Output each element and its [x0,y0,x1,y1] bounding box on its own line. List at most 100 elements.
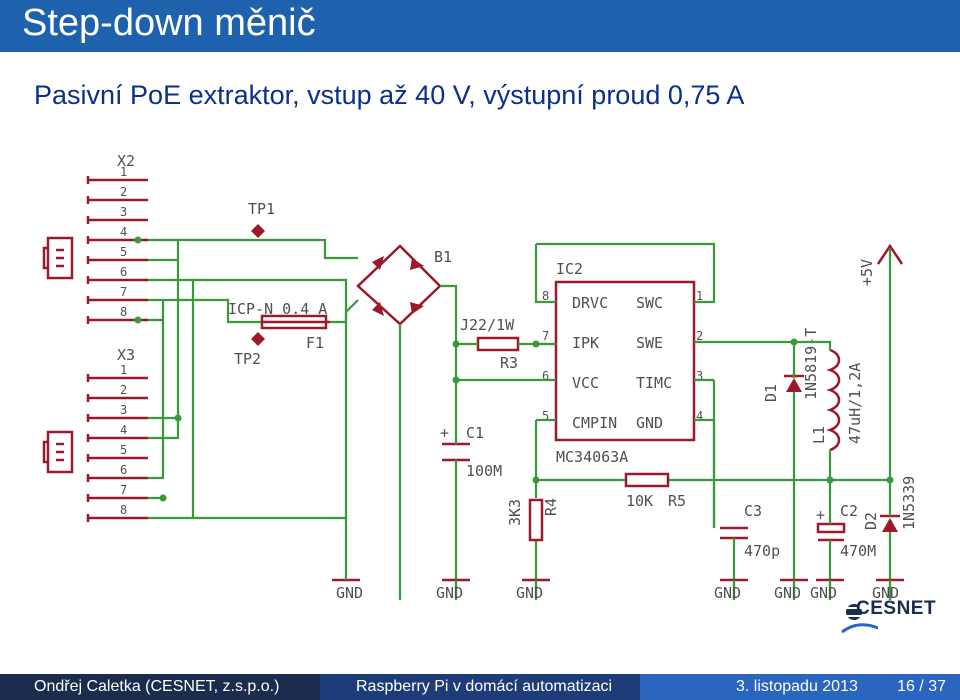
tp1-label: TP1 [248,200,275,218]
x2-pins [86,176,148,324]
x3-pin-number: 3 [120,403,127,417]
cesnet-wordmark: CESNET [856,598,937,619]
footer-talk-section: Raspberry Pi v domácí automatizaci [320,674,640,700]
gnd-label-7: GND [872,584,899,602]
footer-author-section: Ondřej Caletka (CESNET, z.s.p.o.) [0,674,320,700]
x3-pin-number: 6 [120,463,127,477]
ic-pin-number: 2 [696,329,703,343]
ic-pin-label: SWC [636,294,663,312]
ic-pin-label: SWE [636,334,663,352]
footer-date: 3. listopadu 2013 [736,678,858,695]
x2-pin-number: 2 [120,185,127,199]
ic-pin-number: 3 [696,369,703,383]
ic-pin-number: 7 [542,329,549,343]
footer-author: Ondřej Caletka (CESNET, z.s.p.o.) [34,678,280,695]
svg-text:+: + [816,506,825,524]
gnd-label-6: GND [810,584,837,602]
capacitor-c3 [720,526,748,540]
r5-ref: R5 [668,492,686,510]
ic-pin-label: GND [636,414,663,432]
x3-pin-number: 4 [120,423,127,437]
x2-pin-number: 8 [120,305,127,319]
svg-text:+: + [440,424,449,442]
resistor-r3 [476,336,520,352]
fuse-label: ICP-N 0.4 A [228,300,327,318]
ic-part: MC34063A [556,448,628,466]
ic-pin-label: VCC [572,374,599,392]
ic-pin-number: 5 [542,409,549,423]
d1-ref: D1 [762,384,780,402]
tp2-label: TP2 [234,350,261,368]
ic-pin-number: 6 [542,369,549,383]
r5-value: 10K [626,492,653,510]
c3-ref: C3 [744,502,762,520]
x2-pin-number: 1 [120,165,127,179]
resistor-r4 [528,498,544,542]
x2-pin-number: 6 [120,265,127,279]
c1-ref: C1 [466,424,484,442]
c3-value: 470p [744,542,780,560]
gnd-label-5: GND [774,584,801,602]
supply-arrow-icon [876,243,904,265]
l1-ref: L1 [810,426,828,444]
c2-value: 470M [840,542,876,560]
x3-pin-number: 8 [120,503,127,517]
slide-header: Step-down měnič [0,0,960,52]
gnd-label-4: GND [714,584,741,602]
rj45-x2-icon [42,236,74,280]
gnd-label-3: GND [516,584,543,602]
x3-pin-number: 2 [120,383,127,397]
x2-pin-number: 5 [120,245,127,259]
x3-pins [86,374,148,522]
ic-pin-label: DRVC [572,294,608,312]
footer-page-number: 16 / 37 [897,678,946,695]
resistor-r5 [624,472,670,488]
slide-subtitle: Pasivní PoE extraktor, vstup až 40 V, vý… [34,80,745,110]
c2-ref: C2 [840,502,858,520]
cesnet-emblem-icon [841,604,878,634]
ic-pin-label: IPK [572,334,599,352]
diode-d1 [784,374,804,392]
ic-pin-number: 4 [696,409,703,423]
fuse-ref: F1 [306,334,324,352]
slide-footer: Ondřej Caletka (CESNET, z.s.p.o.) Raspbe… [0,674,960,700]
ic-pin-label: CMPIN [572,414,617,432]
r4-value: 3K3 [506,499,524,526]
x2-label: X2 [117,152,135,170]
tp2-marker [251,332,265,346]
ic-ref: IC2 [556,260,583,278]
gnd-label-1: GND [336,584,363,602]
supply-label: +5V [858,259,876,286]
r3-ref: R3 [500,354,518,372]
x3-pin-number: 1 [120,363,127,377]
footer-date-section: 3. listopadu 2013 16 / 37 [640,674,960,700]
c1-value: 100M [466,462,502,480]
ic-pin-number: 8 [542,289,549,303]
d1-part: 1N5819-T [802,328,820,400]
tp1-marker [251,224,265,238]
cesnet-logo: CESNET [838,594,956,644]
x3-pin-number: 5 [120,443,127,457]
diode-d2 [880,514,900,532]
bridge-rectifier-b1 [356,244,442,326]
ic-pin-number: 1 [696,289,703,303]
schematic-diagram: .w { stroke: #3a9a3a; stroke-width: 2.2;… [42,152,918,602]
x2-pin-number: 4 [120,225,127,239]
gnd-label-2: GND [436,584,463,602]
x3-pin-number: 7 [120,483,127,497]
ic-mc34063a [554,280,696,442]
bridge-ref: B1 [434,248,452,266]
x3-label: X3 [117,346,135,364]
r4-ref: R4 [542,498,560,516]
r3-value: J22/1W [460,316,515,334]
rj45-x3-icon [42,430,74,474]
d2-part: 1N5339 [900,476,918,530]
slide-title: Step-down měnič [22,2,316,44]
l1-value: 47uH/1,2A [846,363,864,444]
ic-pin-label: TIMC [636,374,672,392]
d2-ref: D2 [862,512,880,530]
inductor-l1 [826,348,841,452]
x2-pin-number: 7 [120,285,127,299]
x2-pin-number: 3 [120,205,127,219]
footer-talk-title: Raspberry Pi v domácí automatizaci [356,678,613,695]
